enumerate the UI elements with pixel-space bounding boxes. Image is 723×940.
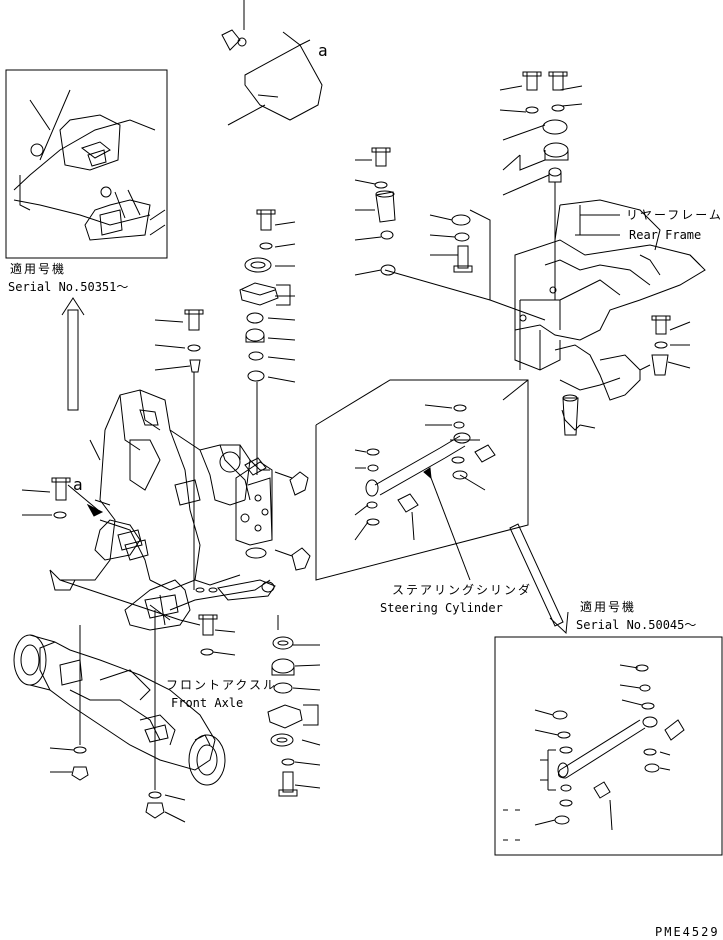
rear-frame-label-en: Rear Frame (629, 228, 702, 242)
inset2-serial-label-jp: 適用号機 (580, 600, 637, 614)
steering-cylinder (316, 380, 528, 580)
steering-cylinder-label-en: Steering Cylinder (380, 601, 503, 615)
front-axle (14, 610, 225, 822)
inset2-serial-label-en: Serial No.50045〜 (576, 618, 697, 632)
steering-cylinder-label-jp: ステアリングシリンダ (392, 583, 533, 597)
steering-bracket (218, 458, 310, 600)
drawing-number: PME4529 (655, 925, 720, 939)
inset-steering-cylinder-early (495, 637, 722, 855)
serial-arrow-down (510, 524, 568, 633)
upper-center-stack (240, 210, 295, 475)
front-axle-label-jp: フロントアクスル (166, 678, 278, 692)
lower-center-stack (199, 615, 320, 796)
front-frame (50, 390, 270, 630)
inset1-serial-label-jp: 適用号機 (10, 262, 67, 276)
rear-right-bolts (652, 316, 690, 375)
cover-plate (222, 0, 322, 125)
inset1-serial-label-en: Serial No.50351〜 (8, 280, 129, 294)
serial-arrow-up (62, 298, 84, 410)
inset-front-frame-early (6, 70, 167, 258)
left-upper-bolts (22, 310, 203, 590)
leader-lines (503, 215, 620, 400)
rear-frame-label-jp: リヤーフレーム (626, 208, 723, 222)
rear-frame (385, 200, 705, 400)
front-axle-label-en: Front Axle (171, 696, 244, 710)
reference-mark-a-left: a (73, 475, 83, 494)
reference-mark-a-top: a (318, 41, 328, 60)
rear-pin-stack (500, 72, 595, 435)
center-pin-stack (355, 148, 472, 275)
